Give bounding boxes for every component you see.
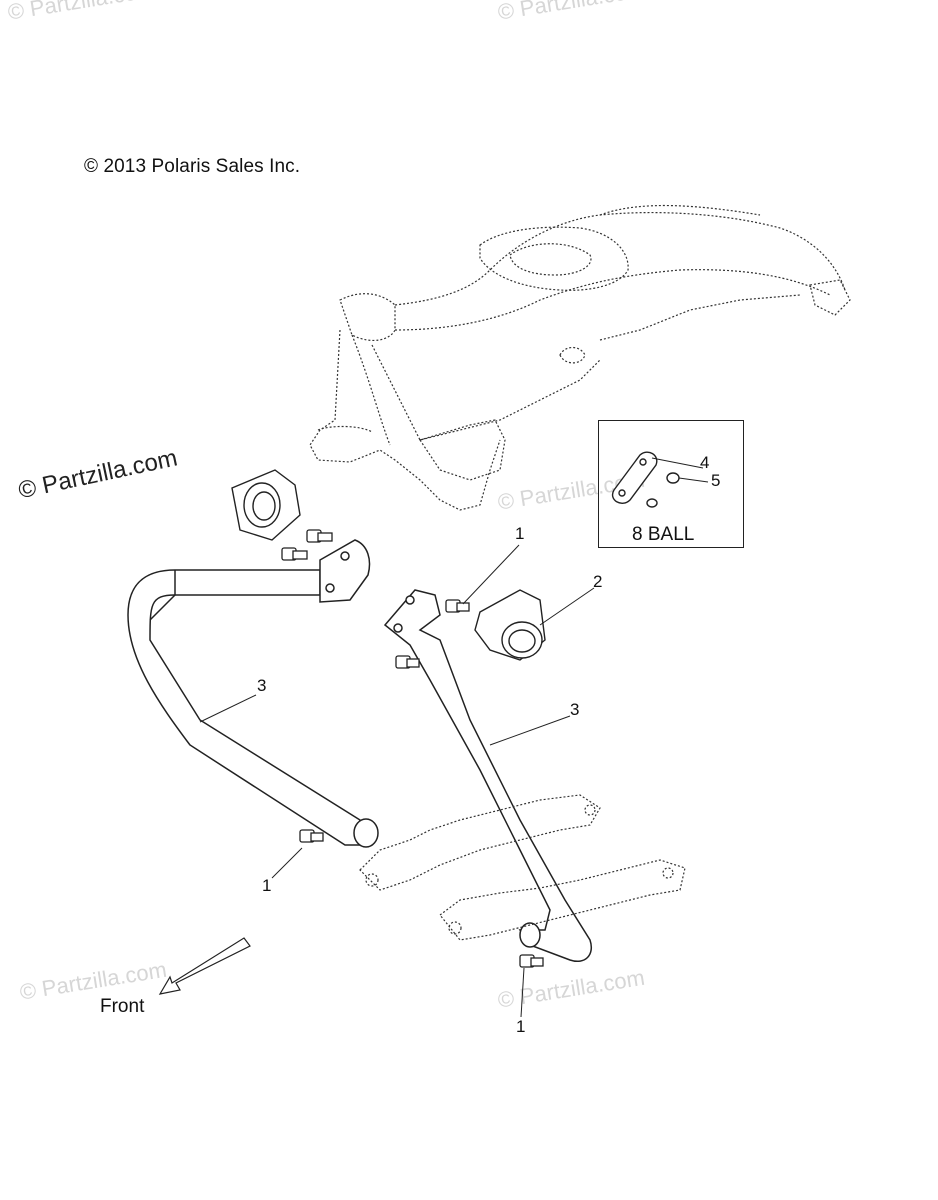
front-arrow <box>158 937 251 995</box>
callout-3-left: 3 <box>257 676 267 695</box>
right-bolts <box>299 599 544 968</box>
callout-5: 5 <box>711 471 721 490</box>
callout-3-right: 3 <box>570 700 580 719</box>
right-grommet <box>474 589 546 661</box>
callout-1-left: 1 <box>262 876 272 895</box>
frame-phantom <box>309 204 851 511</box>
left-bumper-bar <box>127 539 379 848</box>
left-grommet <box>231 469 301 541</box>
lower-frame-rails <box>359 794 686 941</box>
inset-parts <box>611 451 680 508</box>
left-bolts <box>281 529 333 561</box>
right-bumper-bar <box>383 589 592 962</box>
callout-4: 4 <box>700 453 710 472</box>
callout-1-top: 1 <box>515 524 525 543</box>
front-label: Front <box>100 996 145 1017</box>
inset-label: 8 BALL <box>632 524 695 545</box>
copyright-text: © 2013 Polaris Sales Inc. <box>84 156 301 177</box>
callout-2: 2 <box>593 572 603 591</box>
leader-lines <box>199 457 709 1018</box>
callout-1-bottom: 1 <box>516 1017 526 1036</box>
inset-box <box>598 420 744 548</box>
